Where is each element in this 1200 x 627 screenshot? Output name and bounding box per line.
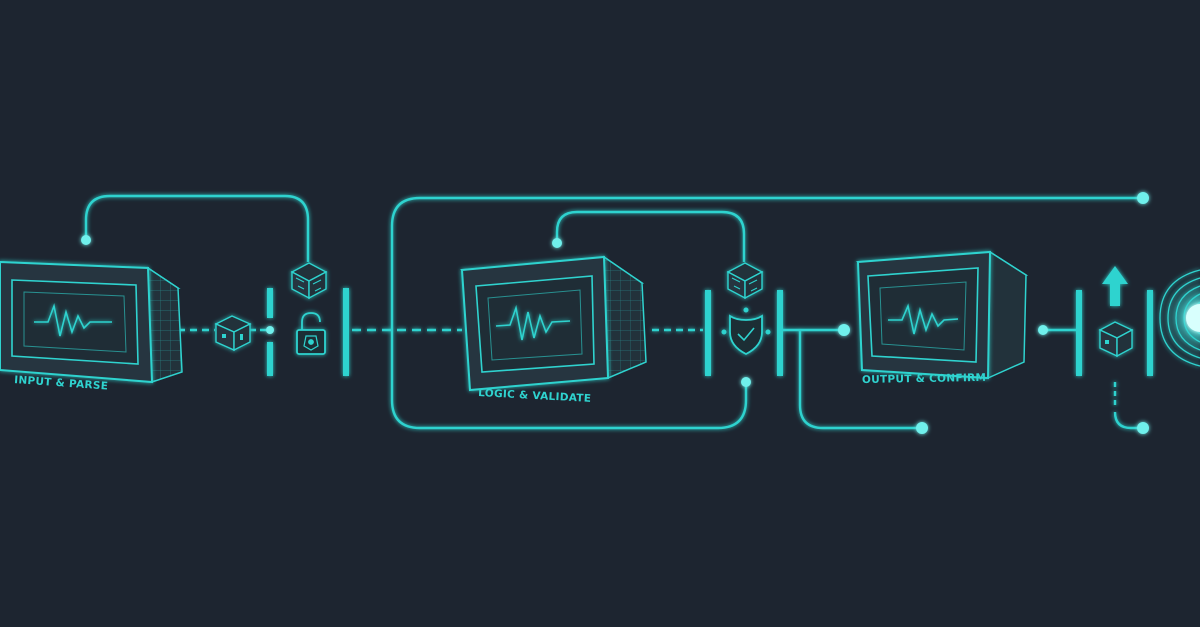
dot-logic-loop xyxy=(552,238,562,248)
input-feedback-line xyxy=(84,194,310,262)
dot-input-gate xyxy=(266,326,274,334)
connection-dots xyxy=(81,192,1149,434)
monitor-waveform-icon xyxy=(459,255,647,392)
vortex-portal-icon xyxy=(1159,269,1200,367)
monitor-waveform-icon xyxy=(0,260,183,384)
stage-output-confirm: OUTPUT & CONFIRM xyxy=(855,250,1029,386)
dot-top-right xyxy=(1137,192,1149,204)
shield-check-icon xyxy=(721,307,771,356)
stage-logic-validate: LOGIC & VALIDATE xyxy=(459,255,647,405)
circuit-cube-icon xyxy=(726,262,764,300)
logic-feedback-line xyxy=(555,210,746,262)
data-cube-icon xyxy=(214,315,252,352)
dot-input-loop xyxy=(81,235,91,245)
outer-loop-line xyxy=(390,196,1143,430)
monitor-waveform-icon xyxy=(855,250,1029,380)
dot-final-link xyxy=(1038,325,1048,335)
dot-bottom-right xyxy=(1137,422,1149,434)
connection-lines xyxy=(84,194,1143,430)
final-down-line xyxy=(1113,411,1141,430)
output-branch-line xyxy=(798,330,922,430)
dot-logic-gate xyxy=(741,377,751,387)
circuit-cube-icon-input xyxy=(290,262,328,300)
gate-bars xyxy=(267,288,1153,376)
stage-label-logic: LOGIC & VALIDATE xyxy=(478,387,592,405)
dot-branch-end xyxy=(916,422,928,434)
dot-output xyxy=(838,324,850,336)
stage-label-output: OUTPUT & CONFIRM xyxy=(862,372,987,386)
up-arrow-icon xyxy=(1102,266,1128,306)
package-box-icon xyxy=(1098,321,1134,358)
unlocked-padlock-icon xyxy=(296,312,326,355)
stage-input-parse: INPUT & PARSE xyxy=(0,260,183,393)
